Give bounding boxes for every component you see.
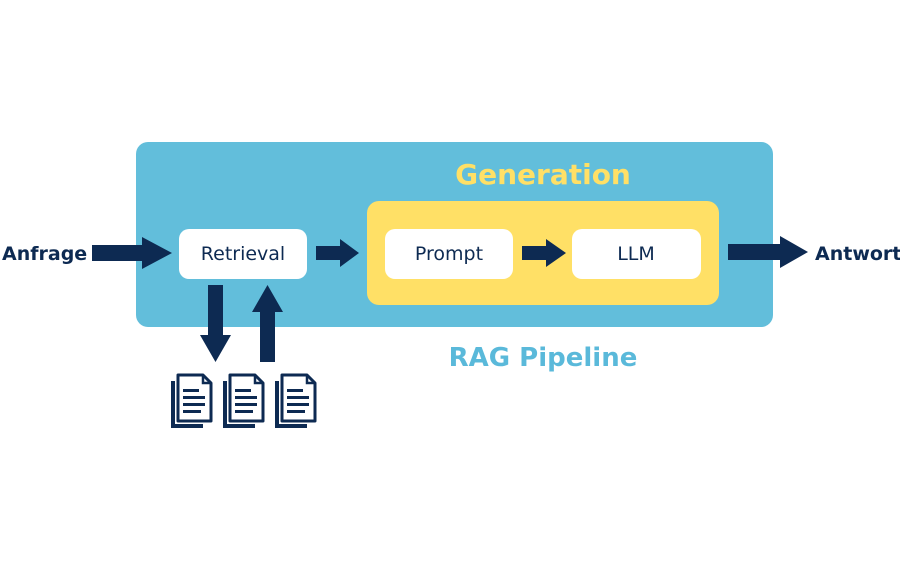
input-label: Anfrage [2,243,87,265]
input-arrow [92,237,172,269]
output-label: Antwort [815,243,900,265]
prompt-box [385,229,513,279]
retrieval-to-generation-arrow [316,239,359,267]
document-icon [223,373,265,428]
output-arrow [728,236,808,268]
generation-title: Generation [455,158,631,191]
llm-label: LLM [617,243,655,265]
pipeline-title: RAG Pipeline [449,343,638,373]
retrieve-up-arrow [252,285,283,362]
retrieval-box [179,229,307,279]
llm-box [572,229,701,279]
prompt-to-llm-arrow [522,239,566,267]
prompt-label: Prompt [415,243,483,265]
retrieve-down-arrow [200,285,231,362]
document-icon [171,373,213,428]
document-icon [275,373,317,428]
retrieval-label: Retrieval [201,243,285,265]
